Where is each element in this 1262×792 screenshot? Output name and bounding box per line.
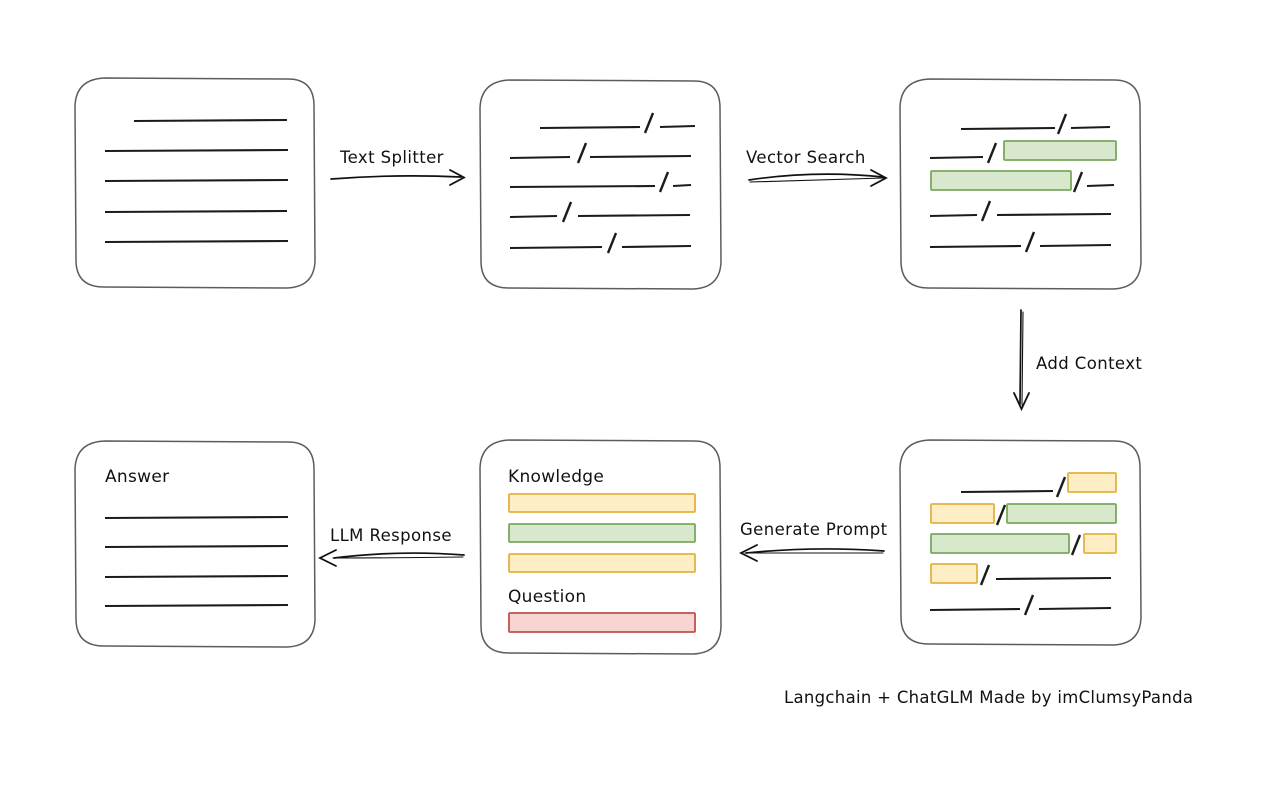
edge-label-generate-prompt: Generate Prompt (740, 520, 888, 539)
edge-add-context[interactable]: Add Context (1013, 309, 1142, 412)
context-chunk-yellow-4 (930, 563, 978, 584)
vector-search-arrow-head (870, 169, 888, 187)
edge-vector-search[interactable]: Vector Search (746, 148, 888, 187)
edge-label-text-splitter: Text Splitter (339, 148, 444, 167)
matched-chunk-green-1 (1003, 140, 1117, 161)
context-chunk-green-1 (1006, 503, 1117, 524)
generate-prompt-arrow-head (738, 544, 758, 562)
answer-title: Answer (105, 467, 169, 487)
answer-box-node[interactable]: Answer (74, 440, 316, 648)
vector-search-arrow-shaft (748, 173, 884, 181)
vector-search-arrow-shaft-sketch (749, 177, 885, 183)
text-splitter-arrow-shaft (330, 175, 462, 180)
vector-matched-node[interactable] (899, 78, 1142, 290)
add-context-arrow-shaft-sketch (1021, 311, 1024, 406)
knowledge-chunk-3 (508, 553, 696, 573)
source-document-lines (104, 118, 289, 244)
llm-response-arrow-head (317, 549, 337, 567)
context-document-node[interactable] (899, 439, 1142, 646)
edge-text-splitter[interactable]: Text Splitter (330, 148, 466, 186)
answer-box-lines (104, 515, 289, 608)
source-document-frame (74, 77, 316, 289)
vector-matched-lines (929, 113, 1117, 253)
knowledge-chunk-2 (508, 523, 696, 543)
context-chunk-green-2 (930, 533, 1070, 554)
split-chunks-frame (479, 79, 722, 290)
matched-chunk-green-2 (930, 170, 1072, 191)
edge-label-add-context: Add Context (1036, 354, 1142, 373)
context-chunk-yellow-1 (1067, 472, 1117, 493)
knowledge-label: Knowledge (508, 467, 604, 487)
context-chunk-yellow-3 (1083, 533, 1117, 554)
generate-prompt-arrow-shaft (745, 548, 885, 554)
llm-response-arrow-shaft (333, 552, 465, 559)
edge-label-llm-response: LLM Response (330, 526, 452, 545)
context-document-rows (929, 472, 1117, 616)
edge-label-vector-search: Vector Search (746, 148, 866, 167)
edge-llm-response[interactable]: LLM Response (317, 526, 465, 567)
split-chunks-node[interactable] (479, 79, 722, 290)
split-chunks-lines (509, 112, 696, 254)
question-chunk-1 (508, 612, 696, 633)
source-document-node[interactable] (74, 77, 316, 289)
context-chunk-yellow-2 (930, 503, 995, 524)
add-context-arrow-shaft (1019, 309, 1022, 405)
credit-text: Langchain + ChatGLM Made by imClumsyPand… (784, 688, 1193, 707)
knowledge-chunk-1 (508, 493, 696, 513)
question-label: Question (508, 587, 586, 607)
text-splitter-arrow-head (449, 169, 466, 186)
edge-generate-prompt[interactable]: Generate Prompt (738, 520, 888, 562)
prompt-box-node[interactable]: Knowledge Question (479, 439, 722, 655)
answer-box-frame (74, 440, 316, 648)
add-context-arrow-head (1013, 392, 1030, 412)
llm-response-arrow-shaft-sketch (332, 556, 464, 559)
